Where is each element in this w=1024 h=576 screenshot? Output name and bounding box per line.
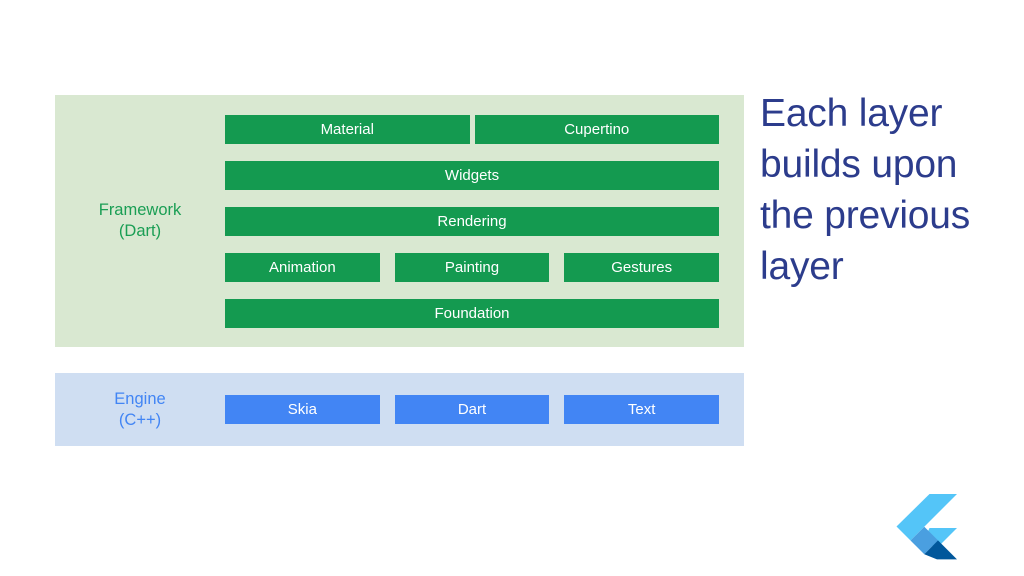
engine-layer-label: Engine (C++) <box>114 389 166 429</box>
framework-row-widgets: Widgets <box>225 160 719 190</box>
framework-rows: Material Cupertino Widgets Rendering Ani… <box>225 114 744 328</box>
box-foundation[interactable]: Foundation <box>225 298 719 328</box>
framework-layer-label: Framework (Dart) <box>98 201 182 240</box>
framework-layer-panel: Framework (Dart) Material Cupertino Widg… <box>55 95 744 347</box>
box-text[interactable]: Text <box>564 395 720 424</box>
framework-row-material-cupertino: Material Cupertino <box>225 114 719 144</box>
flutter-logo <box>891 494 957 562</box>
box-material[interactable]: Material <box>225 114 470 144</box>
framework-row-animation-painting-gestures: Animation Painting Gestures <box>225 252 720 282</box>
box-widgets[interactable]: Widgets <box>225 160 719 190</box>
box-rendering[interactable]: Rendering <box>225 206 719 236</box>
engine-layer-panel: Engine (C++) Skia Dart Text <box>55 373 744 446</box>
box-skia[interactable]: Skia <box>225 395 380 424</box>
box-painting[interactable]: Painting <box>394 252 550 282</box>
box-dart[interactable]: Dart <box>394 395 550 424</box>
flutter-logo-icon <box>896 494 957 560</box>
box-animation[interactable]: Animation <box>225 252 380 282</box>
engine-rows: Skia Dart Text <box>225 395 744 424</box>
box-gestures[interactable]: Gestures <box>564 252 720 282</box>
engine-row-skia-dart-text: Skia Dart Text <box>225 395 720 424</box>
caption-text: Each layer builds upon the previous laye… <box>760 92 971 288</box>
box-cupertino[interactable]: Cupertino <box>474 114 719 144</box>
framework-row-rendering: Rendering <box>225 206 719 236</box>
framework-row-foundation: Foundation <box>225 298 719 328</box>
layer-diagram: Framework (Dart) Material Cupertino Widg… <box>55 95 744 446</box>
